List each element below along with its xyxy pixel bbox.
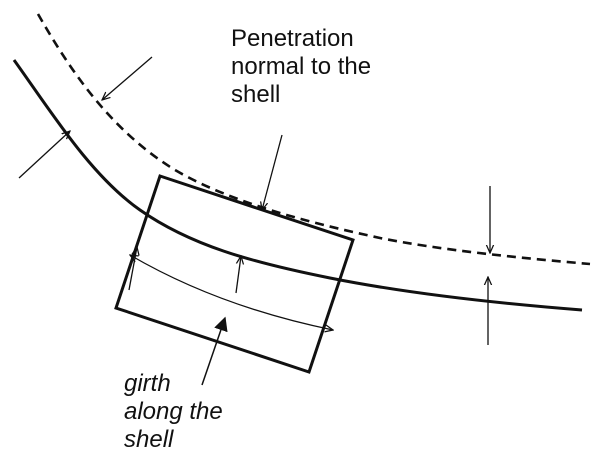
girth-label-arrow — [201, 316, 228, 386]
penetration-arrow-top-left — [102, 56, 153, 100]
girth-label-line-2: along the — [124, 398, 223, 425]
penetration-arrow-left — [18, 131, 70, 179]
penetration-label-line-1: Penetration — [231, 25, 354, 52]
girth-label: girth along the shell — [124, 370, 223, 454]
penetration-label-line-3: shell — [231, 81, 281, 108]
shell-solid-curve — [12, 59, 583, 312]
penetration-label-line-2: normal to the — [231, 53, 372, 80]
girth-label-line-1: girth — [124, 370, 171, 397]
penetration-label: Penetration normal to the shell — [231, 25, 371, 109]
penetration-arrow-inside-middle — [235, 256, 241, 294]
girth-double-arrow — [130, 255, 333, 330]
penetration-label-arrow — [262, 134, 283, 210]
deformed-shell-dashed-curve — [36, 13, 591, 266]
girth-label-line-3: shell — [124, 426, 174, 453]
